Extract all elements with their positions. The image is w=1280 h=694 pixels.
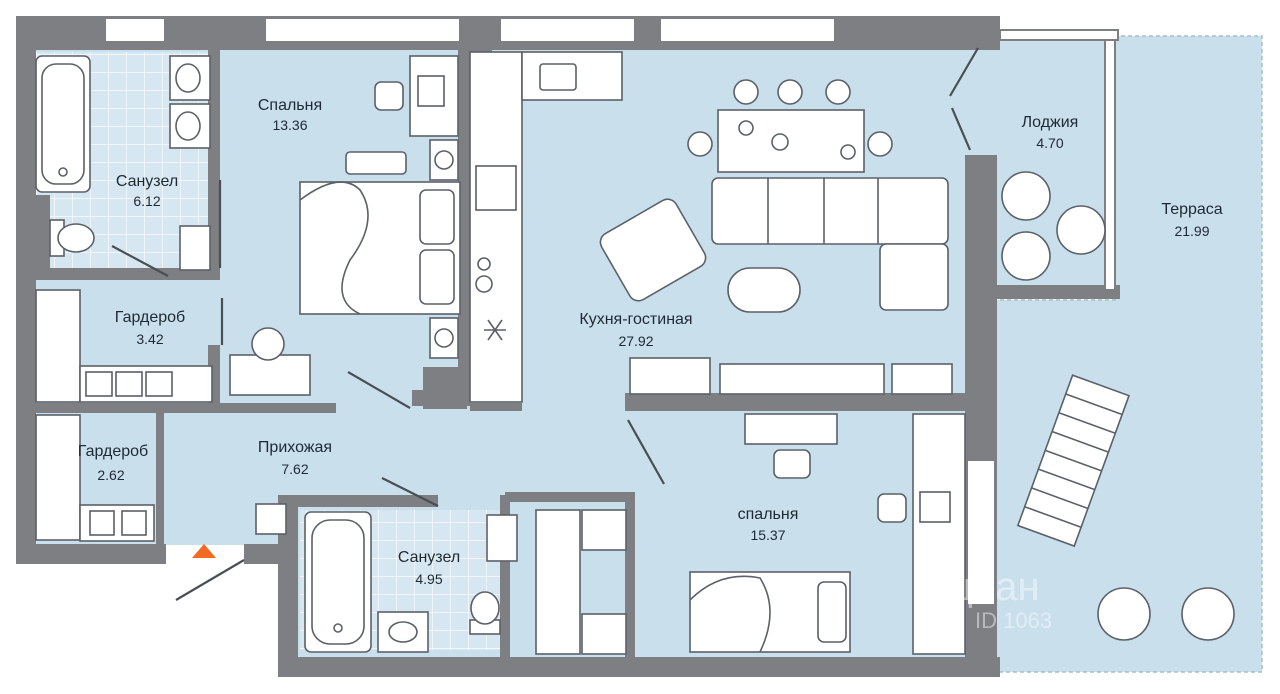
room-label-bathroom-2: Санузел 4.95 xyxy=(398,549,460,587)
room-area: 7.62 xyxy=(281,461,308,477)
room-label-terrace: Терраса 21.99 xyxy=(1161,201,1222,239)
room-name: Санузел xyxy=(398,549,460,566)
room-area: 21.99 xyxy=(1174,223,1209,239)
room-label-bathroom-1: Санузел 6.12 xyxy=(116,173,178,209)
room-label-loggia: Лоджия 4.70 xyxy=(1022,114,1079,151)
room-name: Прихожая xyxy=(258,439,332,456)
room-area: 6.12 xyxy=(133,193,160,209)
room-name: спальня xyxy=(738,506,799,523)
room-area: 4.95 xyxy=(415,571,442,587)
room-name: Лоджия xyxy=(1022,114,1079,131)
room-name: Кухня-гостиная xyxy=(579,311,692,328)
room-area: 4.70 xyxy=(1036,135,1063,151)
room-label-bedroom-2: спальня 15.37 xyxy=(738,506,799,543)
room-area: 13.36 xyxy=(272,117,307,133)
watermark-brand: циан xyxy=(950,565,1040,609)
room-name: Терраса xyxy=(1161,201,1222,218)
furniture xyxy=(35,51,1235,655)
room-labels: Санузел 6.12 Спальня 13.36 Гардероб 3.42… xyxy=(78,97,1223,587)
entrance-icon xyxy=(192,544,216,558)
room-area: 2.62 xyxy=(97,467,124,483)
room-label-wardrobe-2: Гардероб 2.62 xyxy=(78,443,148,483)
watermark-id: ID 1063 xyxy=(975,608,1052,633)
room-label-bedroom-1: Спальня 13.36 xyxy=(258,97,322,133)
doors xyxy=(111,47,979,601)
room-label-hallway: Прихожая 7.62 xyxy=(258,439,332,477)
room-name: Спальня xyxy=(258,97,322,114)
windows xyxy=(104,17,1119,606)
room-label-wardrobe-1: Гардероб 3.42 xyxy=(115,309,185,347)
room-name: Санузел xyxy=(116,173,178,190)
room-name: Гардероб xyxy=(115,309,185,326)
room-name: Гардероб xyxy=(78,443,148,460)
room-area: 3.42 xyxy=(136,331,163,347)
room-label-kitchen-living: Кухня-гостиная 27.92 xyxy=(579,311,692,349)
room-area: 27.92 xyxy=(618,333,653,349)
room-area: 15.37 xyxy=(750,527,785,543)
